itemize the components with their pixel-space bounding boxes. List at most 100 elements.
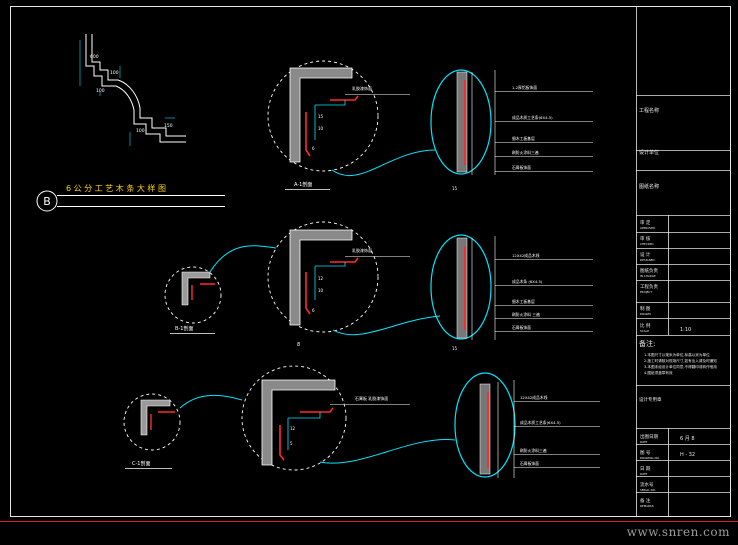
dim-text: 6 [312,308,315,313]
tb-note-line: 2.施工时请核对现场尺寸,如有出入请及时通知 [644,358,717,363]
dim-text: 100 [136,128,145,134]
tb-bottom-value: 6 月 8 [680,436,695,442]
tb-info-key: 制 图 [640,305,651,312]
tb-drawing-name: 图纸名称 [639,183,659,190]
corner-plan-detail [85,34,186,143]
tb-bottom-sub: DATE [640,440,648,444]
dim-text: 10 [318,126,324,131]
tb-notes-title: 备注: [639,339,655,348]
tb-notes-lines: 1.本图尺寸以毫米为单位,标高以米为单位2.施工时请核对现场尺寸,如有出入请及时… [644,352,717,375]
dim-text: 100 [110,70,119,76]
tb-info-sub: DRAWN [640,312,651,316]
dim-text: 12 [290,426,296,431]
detail-mid-small: B-1剖面 [164,266,222,334]
tb-info-sub: IN CHARGE [640,274,656,278]
section-marker-letter: B [43,195,51,208]
tb-bottom-key: 日 期 [640,466,651,472]
annot-line: 细木工板基层 [512,136,535,141]
tb-info-key: 审 核 [640,235,651,242]
dim-text: 150 [164,123,173,129]
annot-line: 细木工板基层 [512,299,535,304]
detail-bot-main: 石膏板 乳胶漆饰面 12 5 [241,365,410,471]
wood-strip [305,112,311,157]
tb-info-key: 审 定 [640,219,651,226]
corner-plan-dims: 600 100 100 100 150 [79,40,175,146]
annot-line: 12X42成品木线 [512,253,540,258]
annot-line: 成品木质工艺条(6X4.5) [520,420,561,425]
tb-info-key: 比 例 [640,322,651,329]
tb-bottom-value: H - 32 [680,452,695,458]
annot-line: 12X42成品木线 [520,395,548,400]
detail-label-mid-small: B-1剖面 [175,325,193,332]
annot-line: 成品木条 (6X4.5) [512,279,543,284]
tb-bottom-sub: REMARKS [640,504,654,508]
detail-label-top: A-1剖面 [294,181,312,188]
annot-line: 石膏板饰面 [512,165,531,170]
watermark: www.snren.com [626,525,730,539]
detail-number-mid: 8 [297,342,300,348]
annot-bot-main: 石膏板 乳胶漆饰面 [355,395,388,401]
tb-info-sub: SCALE [640,329,649,333]
tb-bottom-sub: DATE [640,472,648,476]
tb-note-line: 1.本图尺寸以毫米为单位,标高以米为单位 [644,352,710,357]
title-block-notes: 备注: 1.本图尺寸以毫米为单位,标高以米为单位2.施工时请核对现场尺寸,如有出… [639,339,717,403]
tb-scale-value: 1:10 [680,327,691,333]
dim-text: 6 [312,146,315,151]
tb-bottom-key: 图 号 [640,450,651,456]
callout-leader-bot [319,439,456,464]
tb-note-line: 3.本图未经设计单位同意,不得翻印或转作他用 [644,364,717,369]
detail-bot-small: C-1剖面 [123,393,181,469]
annot-line: 刷防火涂料三遍 [520,448,547,453]
tb-stamp: 设计专用章 [639,396,662,403]
tb-bottom-key: 备 注 [640,497,651,504]
tb-bottom-key: 流水号 [640,481,654,488]
detail-top-circle [267,60,379,172]
callout-leader-bot-left [179,394,243,409]
tb-bottom-sub: SERIAL NO. [640,488,656,492]
detail-label-bot-small: C-1剖面 [132,460,150,467]
annot-line: 刷防火涂料 三遍 [512,312,540,317]
tb-info-sub: CHECKED [640,242,654,246]
dim-text: 15 [452,186,458,191]
annot-line: 1.2厚铝板饰面 [512,85,537,90]
tb-info-sub: APPROVED [640,226,655,230]
dim-text: 10 [318,288,324,293]
dim-text: 5 [290,441,293,446]
section-title: 6 公 分 工 艺 木 条 大 样 图 [66,183,166,193]
tb-bottom-sub: DRAWING NO. [640,456,660,460]
annot-line: 成品木质工艺条(6X4.5) [512,115,553,120]
annot-mid-main: 乳胶漆饰面 [352,247,372,253]
tb-info-sub: PROJECT [640,290,652,294]
tb-note-line: 4.图纸须盖章有效 [644,370,673,375]
title-block-text: 工程名称 设计单位 图纸名称 [639,107,659,190]
dim-text: 100 [96,88,105,94]
tb-info-key: 工程负责 [640,283,658,290]
tb-info-key: 图纸负责 [640,267,658,274]
tb-bottom-key: 出图日期 [640,433,658,440]
dim-text: 15 [318,114,324,119]
annot-line: 石膏板饰面 [512,325,531,330]
tb-info-key: 设 计 [640,251,651,258]
tb-info-sub: DESIGNED [640,258,655,262]
detail-mid-main: 乳胶漆饰面 12 10 6 8 [267,221,410,348]
dim-text: 12 [318,276,324,281]
detail-top-main: 乳胶漆饰面 15 10 6 A-1剖面 [267,60,410,190]
title-block [636,6,731,516]
sheet-frame [10,6,731,517]
dim-text: 15 [452,346,458,351]
dim-text: 600 [90,54,99,60]
annot-line: 石膏板饰面 [520,461,539,466]
section-marker-circle [36,190,58,212]
tb-project-name: 工程名称 [639,107,659,114]
annot-top-main: 乳胶漆饰面 [352,85,372,91]
callout-leader-top [331,149,436,176]
